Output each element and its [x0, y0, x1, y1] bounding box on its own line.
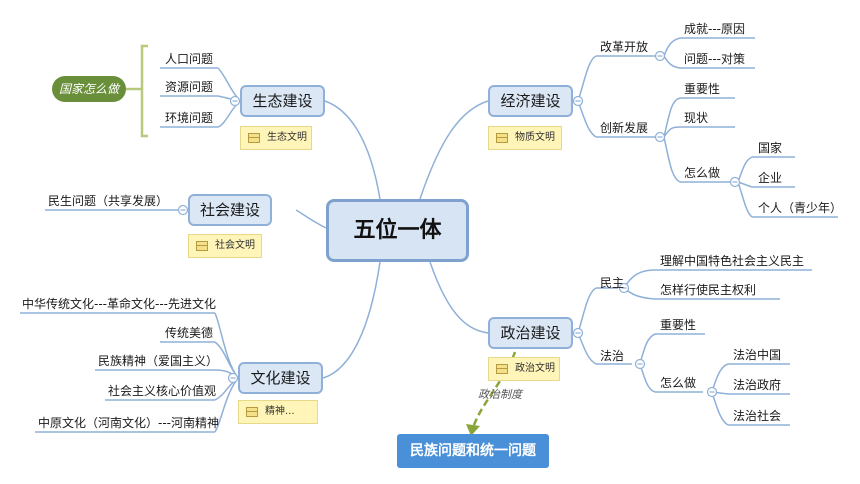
note-icon: [496, 133, 508, 143]
culture-node[interactable]: 文化建设: [238, 362, 323, 394]
bracket: [140, 44, 148, 138]
politics-democracy[interactable]: 民主: [600, 276, 625, 290]
economy-innovation-item-0[interactable]: 重要性: [684, 82, 721, 96]
politics-node[interactable]: 政治建设: [488, 317, 573, 349]
politics-how-item-2[interactable]: 法治社会: [733, 409, 782, 423]
economy-node[interactable]: 经济建设: [488, 85, 573, 117]
eco-tag[interactable]: 国家怎么做: [52, 76, 126, 102]
eco-item-environment[interactable]: 环境问题: [165, 111, 214, 125]
social-note[interactable]: 社会文明: [188, 234, 262, 258]
culture-note[interactable]: 精神...: [238, 400, 318, 424]
politics-how[interactable]: 怎么做: [660, 376, 697, 390]
eco-item-population[interactable]: 人口问题: [165, 52, 214, 66]
culture-item-3[interactable]: 社会主义核心价值观: [108, 384, 217, 398]
politics-democracy-item-0[interactable]: 理解中国特色社会主义民主: [660, 254, 805, 268]
note-icon: [246, 407, 258, 417]
economy-how-item-2[interactable]: 个人（青少年）: [758, 201, 843, 215]
culture-item-1[interactable]: 传统美德: [165, 326, 214, 340]
relation-line: [471, 351, 517, 429]
social-item-livelihood[interactable]: 民生问题（共享发展）: [48, 194, 169, 208]
relation-label: 政治制度: [478, 388, 522, 401]
culture-item-4[interactable]: 中原文化（河南文化）---河南精神: [38, 416, 219, 430]
eco-item-resources[interactable]: 资源问题: [165, 80, 214, 94]
eco-node[interactable]: 生态建设: [240, 85, 325, 117]
economy-reform-item-0[interactable]: 成就---原因: [684, 22, 745, 36]
culture-item-0[interactable]: 中华传统文化---革命文化---先进文化: [22, 297, 216, 311]
central-topic[interactable]: 五位一体: [326, 199, 469, 262]
politics-democracy-item-1[interactable]: 怎样行使民主权利: [660, 283, 757, 297]
politics-law-item-0[interactable]: 重要性: [660, 318, 697, 332]
economy-how[interactable]: 怎么做: [684, 166, 721, 180]
economy-how-item-0[interactable]: 国家: [758, 141, 783, 155]
economy-reform-item-1[interactable]: 问题---对策: [684, 52, 745, 66]
politics-how-item-0[interactable]: 法治中国: [733, 348, 782, 362]
economy-reform[interactable]: 改革开放: [600, 40, 649, 54]
note-icon: [496, 364, 508, 374]
politics-law[interactable]: 法治: [600, 349, 625, 363]
economy-how-item-1[interactable]: 企业: [758, 171, 783, 185]
note-icon: [196, 241, 208, 251]
economy-innovation[interactable]: 创新发展: [600, 121, 649, 135]
economy-note[interactable]: 物质文明: [488, 126, 562, 150]
note-icon: [248, 133, 260, 143]
politics-note[interactable]: 政治文明: [488, 357, 560, 381]
economy-innovation-item-1[interactable]: 现状: [684, 111, 709, 125]
politics-how-item-1[interactable]: 法治政府: [733, 378, 782, 392]
culture-item-2[interactable]: 民族精神（爱国主义）: [98, 354, 219, 368]
ethnic-unity-node[interactable]: 民族问题和统一问题: [397, 434, 549, 468]
social-node[interactable]: 社会建设: [188, 194, 272, 226]
eco-note[interactable]: 生态文明: [240, 126, 312, 150]
